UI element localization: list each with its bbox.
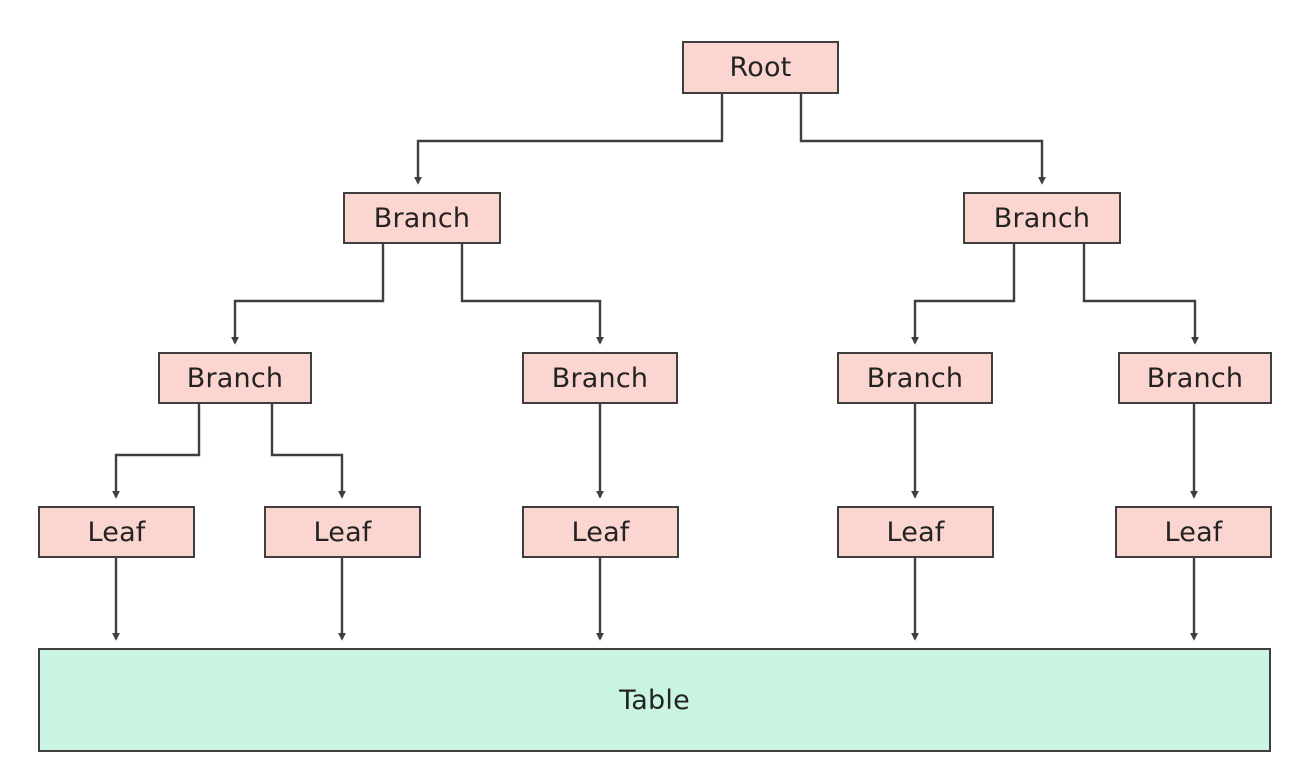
node-label-table: Table [619, 684, 690, 716]
node-label-branch-l1: Branch [186, 362, 284, 394]
edge-branch-l-to-branch-l2 [460, 244, 604, 345]
node-leaf-3[interactable]: Leaf [522, 506, 679, 558]
edge-branch-l1-to-leaf-2 [270, 404, 346, 499]
node-label-leaf-4: Leaf [886, 516, 945, 548]
node-label-leaf-5: Leaf [1164, 516, 1223, 548]
node-label-branch-r1: Branch [866, 362, 964, 394]
node-label-leaf-1: Leaf [87, 516, 146, 548]
node-branch-l1[interactable]: Branch [158, 352, 312, 404]
edge-paths [112, 94, 1199, 641]
node-leaf-2[interactable]: Leaf [264, 506, 421, 558]
edge-branch-l1-to-leaf-1 [112, 404, 201, 499]
edge-branch-r-to-branch-r1 [911, 244, 1016, 345]
node-label-branch-r2: Branch [1146, 362, 1244, 394]
edge-branch-r-to-branch-r2 [1082, 244, 1199, 345]
node-leaf-4[interactable]: Leaf [837, 506, 994, 558]
node-root[interactable]: Root [682, 41, 839, 94]
edge-root-to-branch-r [799, 94, 1046, 185]
node-branch-r1[interactable]: Branch [837, 352, 993, 404]
node-label-leaf-2: Leaf [313, 516, 372, 548]
node-label-branch-r: Branch [993, 202, 1091, 234]
node-label-leaf-3: Leaf [571, 516, 630, 548]
node-label-branch-l2: Branch [551, 362, 649, 394]
edge-root-to-branch-l [414, 94, 724, 185]
node-branch-r[interactable]: Branch [963, 192, 1121, 244]
node-branch-l2[interactable]: Branch [522, 352, 678, 404]
node-branch-l[interactable]: Branch [343, 192, 501, 244]
node-table[interactable]: Table [38, 648, 1271, 752]
node-leaf-5[interactable]: Leaf [1115, 506, 1272, 558]
node-branch-r2[interactable]: Branch [1118, 352, 1272, 404]
node-label-branch-l: Branch [373, 202, 471, 234]
edge-branch-l-to-branch-l1 [231, 244, 385, 345]
node-leaf-1[interactable]: Leaf [38, 506, 195, 558]
node-label-root: Root [729, 52, 792, 83]
